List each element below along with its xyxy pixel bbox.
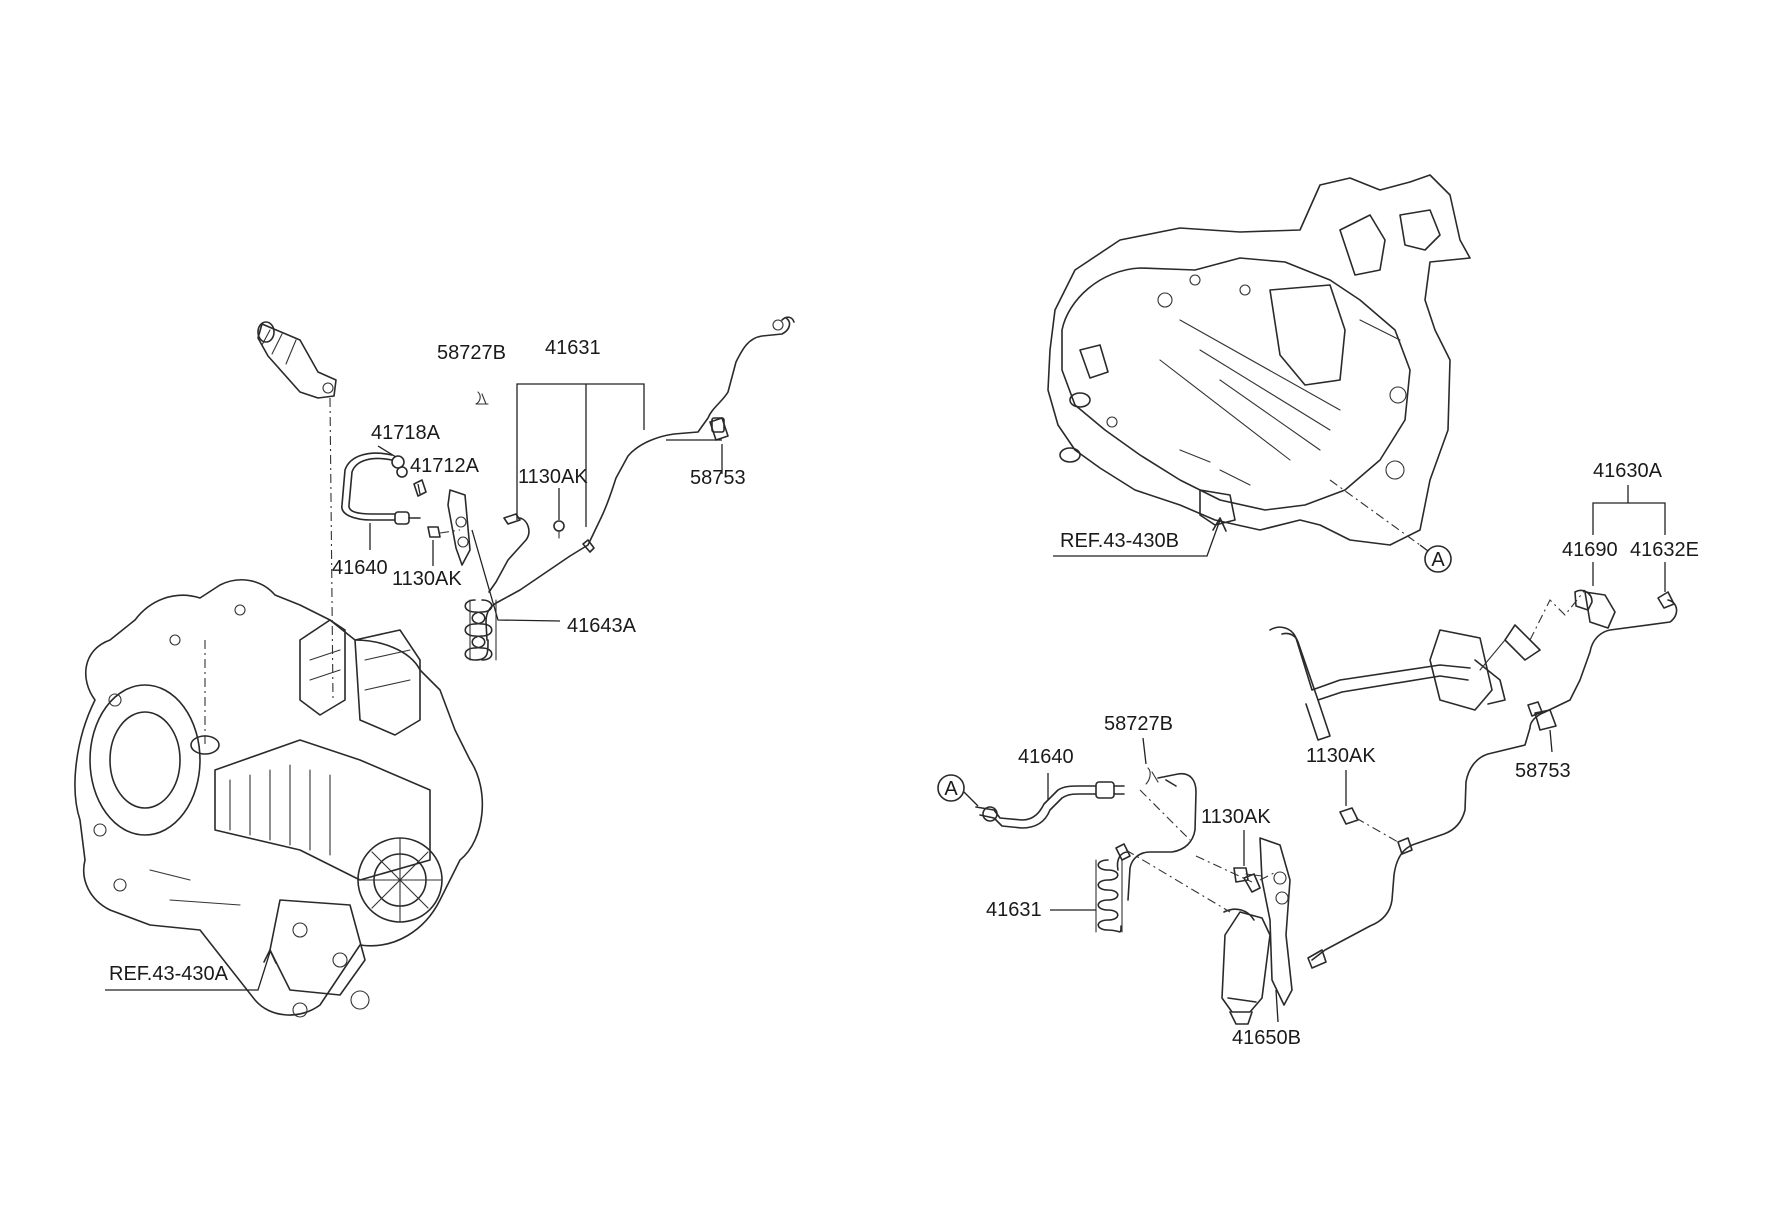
label-1130AK-right-a: 1130AK: [1306, 745, 1376, 767]
connector-58753-left: [709, 417, 729, 441]
bracket-left: [427, 489, 471, 566]
label-41640-left: 41640: [332, 557, 388, 579]
right-assembly: A REF.43-430B: [937, 174, 1699, 1049]
clip-58727B-left: [475, 391, 489, 405]
reference-circle-a-bottom: [937, 774, 965, 802]
hose-41640-left: [341, 452, 427, 525]
clutch-line-41631-left: [464, 316, 795, 661]
leader-lines-right: [1047, 485, 1666, 1023]
reference-circle-a-top: [1424, 545, 1452, 573]
label-41630A-right: 41630A: [1593, 460, 1663, 482]
label-circle-a-bottom: A: [944, 778, 958, 800]
left-assembly: 58727B 41631 41718A 41712A 1130AK 58753 …: [74, 316, 795, 1018]
label-41718A-left: 41718A: [371, 422, 441, 444]
label-ref-43-430A: REF.43-430A: [109, 963, 229, 985]
label-41643A-left: 41643A: [567, 615, 637, 637]
label-1130AK-left-b: 1130AK: [392, 568, 462, 590]
label-58727B-left: 58727B: [437, 342, 506, 364]
bracket-41650B-right: [1195, 837, 1293, 1025]
transmission-housing-right: [1047, 174, 1471, 546]
leader-ref-43-430B: [1053, 519, 1221, 557]
label-1130AK-left-a: 1130AK: [518, 466, 588, 488]
label-41690-right: 41690: [1562, 539, 1618, 561]
label-ref-43-430B: REF.43-430B: [1060, 530, 1179, 552]
connector-58753-right: [1534, 709, 1557, 753]
label-1130AK-right-b: 1130AK: [1201, 806, 1271, 828]
label-41631-left: 41631: [545, 337, 601, 359]
label-41650B-right: 41650B: [1232, 1027, 1301, 1049]
master-cylinder-assembly-right: [1269, 589, 1678, 969]
clutch-line-41631-right: [1095, 772, 1231, 933]
bolt-1130AK-right-upper: [1339, 807, 1399, 843]
slave-cylinder-left: [257, 321, 337, 701]
label-58727B-right: 58727B: [1104, 713, 1173, 735]
label-58753-right: 58753: [1515, 760, 1571, 782]
label-circle-a-top: A: [1431, 549, 1445, 571]
label-58753-left: 58753: [690, 467, 746, 489]
label-41631-right: 41631: [986, 899, 1042, 921]
clip-58727B-right: [1139, 767, 1191, 841]
transmission-housing-left: [74, 579, 484, 1018]
hose-41640-right: [975, 781, 1125, 829]
label-41712A-left: 41712A: [410, 455, 480, 477]
leader-lines-left: [105, 383, 723, 991]
label-41632E-right: 41632E: [1630, 539, 1699, 561]
bolt-1130AK-right-lower: [1233, 867, 1263, 883]
label-41640-right: 41640: [1018, 746, 1074, 768]
